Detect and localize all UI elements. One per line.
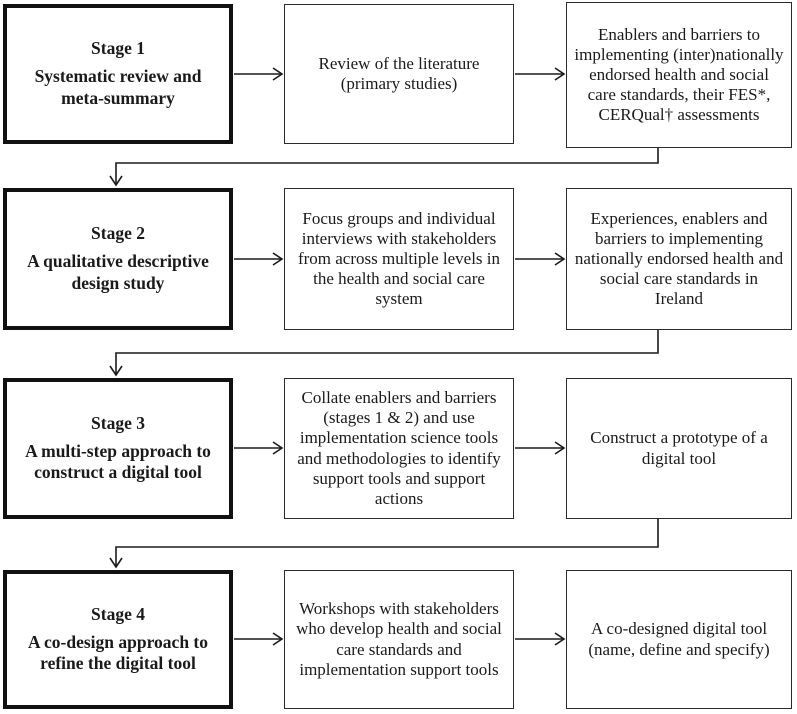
stage-3-method-text: Collate enablers and barriers (stages 1 … [297,388,501,508]
stage-1-title: Stage 1 [91,38,145,59]
stage-4-output-box: A co-designed digital tool (name, define… [566,570,792,709]
arrow-stage4-to-method [234,632,284,646]
stage-1-box: Stage 1 Systematic review and meta-summa… [3,4,233,144]
stage-3-box: Stage 3 A multi-step approach to constru… [3,378,233,519]
connector-output2-to-stage3 [109,330,659,377]
stage-3-method-box: Collate enablers and barriers (stages 1 … [284,378,514,519]
stage-2-method-text: Focus groups and individual interviews w… [297,208,501,309]
stage-2-output-box: Experiences, enablers and barriers to im… [566,188,792,330]
stage-4-output-text: A co-designed digital tool (name, define… [588,619,770,659]
stage-3-subtitle: A multi-step approach to construct a dig… [25,440,211,483]
connector-output1-to-stage2 [109,148,659,187]
stage-1-subtitle: Systematic review and meta-summary [34,66,202,108]
stage-1-output-box: Enablers and barriers to implementing (i… [566,2,792,148]
stage-4-box: Stage 4 A co-design approach to refine t… [3,570,233,709]
stage-3-output-box: Construct a prototype of a digital tool [566,378,792,519]
stage-1-output-text: Enablers and barriers to implementing (i… [574,24,784,125]
stage-4-subtitle: A co-design approach to refine the digit… [27,631,209,674]
stage-3-title: Stage 3 [91,412,145,433]
arrow-stage2-to-method [234,252,284,266]
stage-2-title: Stage 2 [91,223,145,244]
stage-2-method-box: Focus groups and individual interviews w… [284,188,514,330]
stage-1-method-box: Review of the literature (primary studie… [284,4,514,144]
stage-2-box: Stage 2 A qualitative descriptive design… [3,188,233,330]
arrow-method1-to-output [515,67,566,81]
arrow-stage1-to-method [234,67,284,81]
connector-output3-to-stage4 [109,519,659,569]
stage-4-title: Stage 4 [91,603,145,624]
stage-4-method-box: Workshops with stakeholders who develop … [284,570,514,709]
stage-4-method-text: Workshops with stakeholders who develop … [296,599,502,679]
stage-2-output-text: Experiences, enablers and barriers to im… [574,208,784,309]
stage-1-method-text: Review of the literature (primary studie… [318,53,480,93]
arrow-stage3-to-method [234,441,284,455]
arrow-method4-to-output [515,632,566,646]
arrow-method3-to-output [515,441,566,455]
arrow-method2-to-output [515,252,566,266]
stage-2-subtitle: A qualitative descriptive design study [27,251,209,293]
stage-3-output-text: Construct a prototype of a digital tool [590,428,768,468]
